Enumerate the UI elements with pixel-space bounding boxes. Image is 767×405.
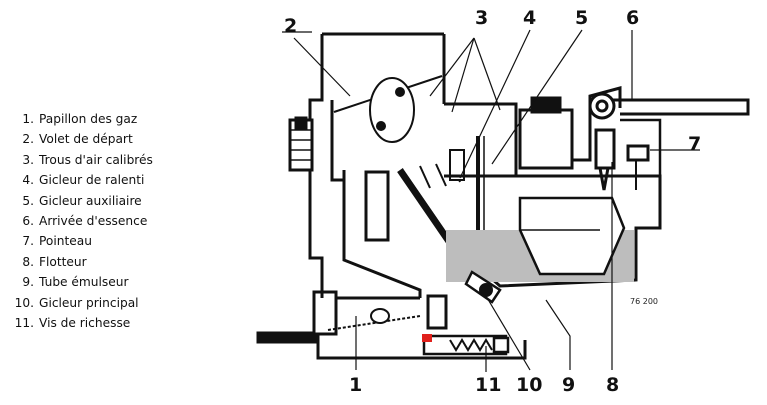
legend-label: Gicleur principal: [39, 295, 139, 310]
callout-3: 3: [475, 7, 488, 29]
float-bowl: [444, 102, 662, 288]
legend-item-9: 9.Tube émulseur: [22, 275, 129, 290]
legend-item-8: 8.Flotteur: [22, 254, 87, 269]
callout-7: 7: [688, 133, 701, 155]
legend-label: Volet de départ: [39, 132, 133, 147]
legend-label: Gicleur de ralenti: [39, 173, 145, 188]
callout-6: 6: [626, 7, 639, 29]
leader-lines: [282, 29, 700, 372]
carburetor-body: [288, 32, 446, 298]
legend-item-4: 4.Gicleur de ralenti: [22, 173, 145, 188]
legend-label: Arrivée d'essence: [39, 213, 148, 228]
legend-item-7: 7.Pointeau: [22, 234, 92, 249]
legend-item-6: 6.Arrivée d'essence: [22, 213, 148, 228]
legend-label: Flotteur: [39, 254, 87, 269]
callout-1: 1: [349, 374, 362, 396]
legend-label: Pointeau: [39, 234, 92, 249]
fuel-inlet: [518, 86, 750, 191]
figure-code: 76 200: [630, 297, 658, 306]
callout-11: 11: [475, 374, 501, 396]
callout-10: 10: [516, 374, 542, 396]
legend-item-5: 5.Gicleur auxiliaire: [22, 193, 142, 208]
legend-label: Tube émulseur: [39, 275, 129, 290]
legend-item-10: 10.Gicleur principal: [14, 295, 139, 310]
callout-8: 8: [606, 374, 619, 396]
lower-flange: [256, 290, 527, 360]
legend-label: Gicleur auxiliaire: [39, 193, 142, 208]
throttle-valve: [327, 308, 421, 331]
callout-9: 9: [562, 374, 575, 396]
callout-5: 5: [575, 7, 588, 29]
callout-4: 4: [523, 7, 536, 29]
legend-label: Vis de richesse: [39, 315, 131, 330]
legend-label: Trous d'air calibrés: [39, 152, 153, 167]
legend-item-3: 3.Trous d'air calibrés: [22, 152, 153, 167]
legend-item-2: 2.Volet de départ: [22, 132, 133, 147]
choke-valve: [333, 75, 443, 143]
legend: 1.Papillon des gaz 2.Volet de départ 3.T…: [6, 109, 216, 333]
legend-label: Papillon des gaz: [39, 112, 138, 126]
legend-item-11: 11.Vis de richesse: [14, 315, 131, 330]
legend-item-1: 1.Papillon des gaz: [22, 112, 138, 126]
callout-2: 2: [284, 15, 297, 37]
